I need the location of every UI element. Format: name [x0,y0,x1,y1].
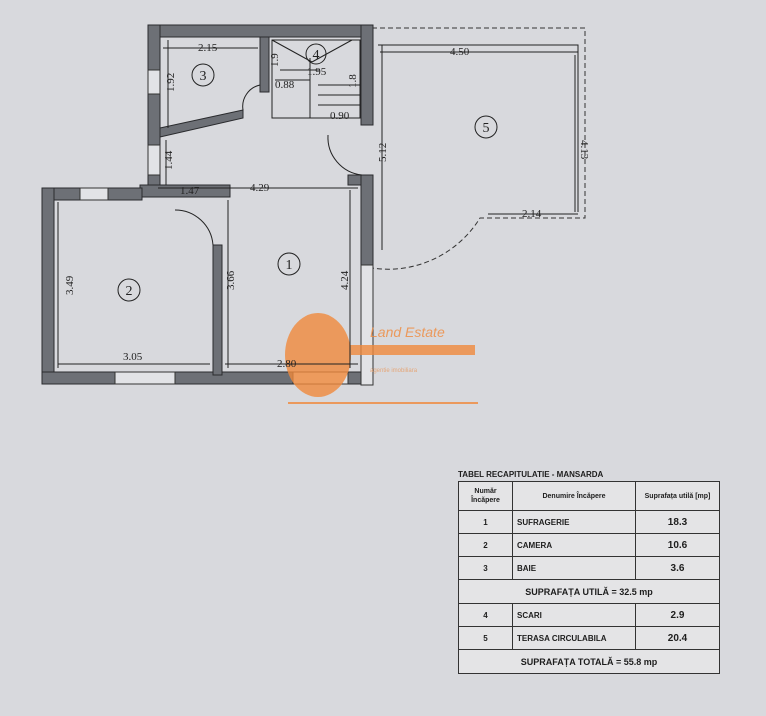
cell-num: 5 [458,626,513,650]
table-row: 1 SUFRAGERIE 18.3 [458,510,720,534]
terrace-inner [378,44,579,212]
cell-num: 4 [458,603,513,627]
table-row: 2 CAMERA 10.6 [458,533,720,557]
table-row: 4 SCARI 2.9 [458,603,720,627]
useful-total-row: SUPRAFAȚA UTILĂ = 32.5 mp [458,579,720,604]
room-5-label: 5 [483,121,490,136]
cell-num: 2 [458,533,513,557]
grand-total: SUPRAFAȚA TOTALĂ = 55.8 mp [458,649,720,674]
table-row: 5 TERASA CIRCULABILA 20.4 [458,626,720,650]
cell-name: SCARI [512,603,636,627]
cell-area: 20.4 [635,626,720,650]
cell-name: CAMERA [512,533,636,557]
room-numbers: 1 2 3 4 5 [117,43,498,302]
room-4-label: 4 [313,48,320,63]
header-name: Denumire Încăpere [512,481,636,511]
cell-name: SUFRAGERIE [512,510,636,534]
dim-r1-right: 4.24 [339,270,351,290]
header-number: Număr Încăpere [458,481,513,511]
dim-stair-a: 1.9 [269,53,281,67]
summary-table-panel: TABEL RECAPITULATIE - MANSARDA Număr Înc… [458,470,728,674]
cell-num: 3 [458,556,513,580]
dim-r2-height: 3.49 [64,275,76,295]
dim-r1-height: 3.66 [225,270,237,290]
walls [41,24,374,386]
dim-stair-e: 0.90 [330,110,350,122]
summary-table: Număr Încăpere Denumire Încăpere Suprafa… [458,481,720,674]
dim-r2-width: 3.05 [123,351,143,363]
dim-terrace-height: 4.13 [578,140,590,160]
watermark-logo: Land Estate agentie imobiliara [285,313,478,404]
dim-r3-height: 1.92 [165,73,177,92]
room-1-label: 1 [286,258,293,273]
dim-r3-width: 2.15 [198,42,218,54]
dim-terrace-lower: 2.14 [522,208,542,220]
dim-r3-lower: 1.44 [163,150,175,170]
terrace-outline [371,27,586,270]
cell-area: 10.6 [635,533,720,557]
useful-total: SUPRAFAȚA UTILĂ = 32.5 mp [458,579,720,604]
svg-text:Land Estate: Land Estate [370,324,445,340]
cell-num: 1 [458,510,513,534]
table-title: TABEL RECAPITULATIE - MANSARDA [458,470,604,479]
cell-name: TERASA CIRCULABILA [512,626,636,650]
dim-hall-width: 4.29 [250,182,270,194]
cell-area: 3.6 [635,556,720,580]
dim-terrace-width: 4.50 [450,46,470,58]
dim-hall-left: 1.47 [180,185,200,197]
dim-terrace-side: 5.12 [377,143,389,162]
grand-total-row: SUPRAFAȚA TOTALĂ = 55.8 mp [458,649,720,674]
dim-stair-c: 0.88 [275,79,295,91]
header-area: Suprafața utilă [mp] [635,481,720,511]
dim-r1-width: 2.80 [277,358,297,370]
cell-name: BAIE [512,556,636,580]
cell-area: 18.3 [635,510,720,534]
dim-stair-b: 1.95 [307,66,327,78]
table-row: 3 BAIE 3.6 [458,556,720,580]
svg-text:agentie imobiliara: agentie imobiliara [370,368,418,374]
cell-area: 2.9 [635,603,720,627]
dim-stair-d: 1.8 [347,74,359,88]
dimension-labels: 2.15 1.92 1.44 1.9 1.95 0.88 1.8 0.90 4.… [64,42,590,370]
table-header-row: Număr Încăpere Denumire Încăpere Suprafa… [458,481,720,511]
dimension-lines [57,40,578,368]
room-3-label: 3 [200,69,207,84]
room-2-label: 2 [126,284,133,299]
